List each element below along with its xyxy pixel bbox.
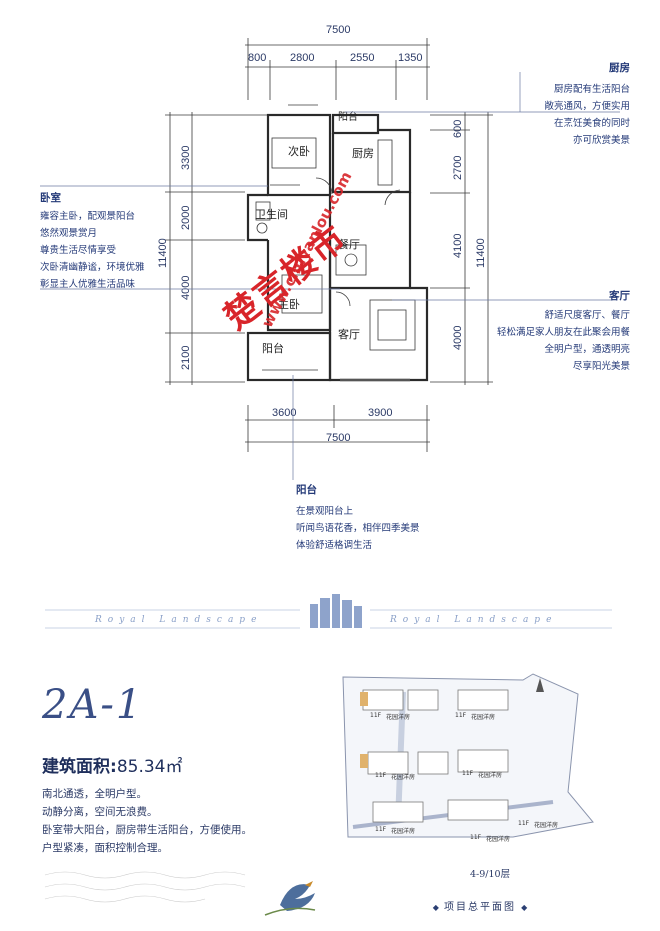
room-kitchen: 厨房 [352,147,374,160]
site-building-label: 花园洋房 [486,836,511,843]
annotation-line: 在景观阳台上 [296,506,354,517]
site-plan-title: 项目总平面图 [444,902,516,913]
annotation-line: 舒适尺度客厅、餐厅 [544,310,630,321]
site-building-label: 花园洋房 [391,774,416,781]
callout-lines [40,72,620,480]
site-building-label: 花园洋房 [391,828,416,835]
site-floor-label: 11F [375,826,387,833]
annotation-line: 次卧清幽静谧，环境优雅 [40,262,145,273]
annotation-bedroom-title: 卧室 [40,192,61,204]
unit-area: 建筑面积:85.34㎡ [42,752,182,777]
site-floor-label: 11F [470,834,482,841]
dim-top-1: 800 [248,52,267,64]
unit-model-code: 2A-1 [42,682,144,728]
room-balcony-top: 阳台 [338,112,358,123]
dim-bottom-1: 3600 [272,407,297,419]
annotation-line: 体验舒适格调生活 [296,540,373,551]
annotation-line: 厨房配有生活阳台 [553,84,630,95]
floor-plan-drawing [165,38,493,452]
annotation-balcony: 阳台 在景观阳台上 听闻鸟语花香，相伴四季美景 体验舒适格调生活 [296,482,420,554]
room-master-bedroom: 主卧 [278,298,300,311]
site-building-label: 花园洋房 [386,714,411,721]
annotation-line: 尊贵生活尽情享受 [40,245,117,256]
caption-bullet-icon: ◆ [432,903,439,912]
band-left-text: Royal Landscape [95,615,263,625]
site-floor-label: 11F [518,820,530,827]
bird-illustration [44,871,316,916]
annotation-bedroom: 卧室 雍容主卧，配观景阳台 悠然观景赏月 尊贵生活尽情享受 次卧清幽静谧，环境优… [40,190,145,293]
dim-top-2: 2800 [290,52,315,64]
decorative-band [45,594,612,629]
feature-line: 户型紧凑，面积控制合理。 [42,842,168,854]
feature-line: 动静分离，空间无浪费。 [42,806,158,818]
room-balcony-bottom: 阳台 [262,342,284,355]
band-right-text: Royal Landscape [390,615,558,625]
unit-features: 南北通透，全明户型。 动静分离，空间无浪费。 卧室带大阳台，厨房带生活阳台，方便… [42,785,252,857]
unit-area-value: 85.34㎡ [116,757,183,777]
caption-bullet-icon: ◆ [521,903,528,912]
room-living: 客厅 [338,328,360,341]
dim-bottom-2: 3900 [368,407,393,419]
room-bathroom: 卫生间 [255,208,288,221]
feature-line: 南北通透，全明户型。 [42,788,147,800]
annotation-line: 彰显主人优雅生活品味 [40,279,136,290]
site-floor-label: 11F [462,770,474,777]
annotation-line: 尽享阳光美景 [572,361,630,372]
site-floor-label: 11F [455,712,467,719]
site-floor-label: 11F [375,772,387,779]
site-floor-label: 11F [370,712,382,719]
dim-top-total: 7500 [326,24,351,36]
site-plan-map [342,673,594,838]
dim-top-4: 1350 [398,52,423,64]
site-building-label: 花园洋房 [478,772,503,779]
dim-top-3: 2550 [350,52,375,64]
annotation-living-title: 客厅 [609,290,630,302]
annotation-line: 敞亮通风，方便实用 [544,101,630,112]
feature-line: 卧室带大阳台，厨房带生活阳台，方便使用。 [42,824,252,836]
annotation-line: 亦可欣赏美景 [572,135,630,146]
unit-area-label: 建筑面积: [42,757,117,777]
annotation-kitchen: 厨房 厨房配有生活阳台 敞亮通风，方便实用 在烹饪美食的同时 亦可欣赏美景 [544,60,630,149]
annotation-living: 客厅 舒适尺度客厅、餐厅 轻松满足家人朋友在此聚会用餐 全明户型，通透明亮 尽享… [497,288,630,375]
site-building-label: 花园洋房 [534,822,559,829]
annotation-line: 在烹饪美食的同时 [553,118,630,129]
annotation-line: 悠然观景赏月 [40,228,98,239]
annotation-line: 雍容主卧，配观景阳台 [40,211,136,222]
annotation-line: 轻松满足家人朋友在此聚会用餐 [496,327,630,338]
annotation-kitchen-title: 厨房 [609,62,630,74]
room-dining: 餐厅 [338,238,360,251]
dim-bottom-total: 7500 [326,432,351,444]
room-second-bedroom: 次卧 [288,145,310,158]
site-plan-caption: ◆ 项目总平面图 ◆ [430,895,530,914]
site-floor-range: 4-9/10层 [470,869,511,880]
annotation-line: 全明户型，通透明亮 [544,344,630,355]
annotation-balcony-title: 阳台 [296,484,317,496]
annotation-line: 听闻鸟语花香，相伴四季美景 [296,523,420,534]
site-building-label: 花园洋房 [471,714,496,721]
